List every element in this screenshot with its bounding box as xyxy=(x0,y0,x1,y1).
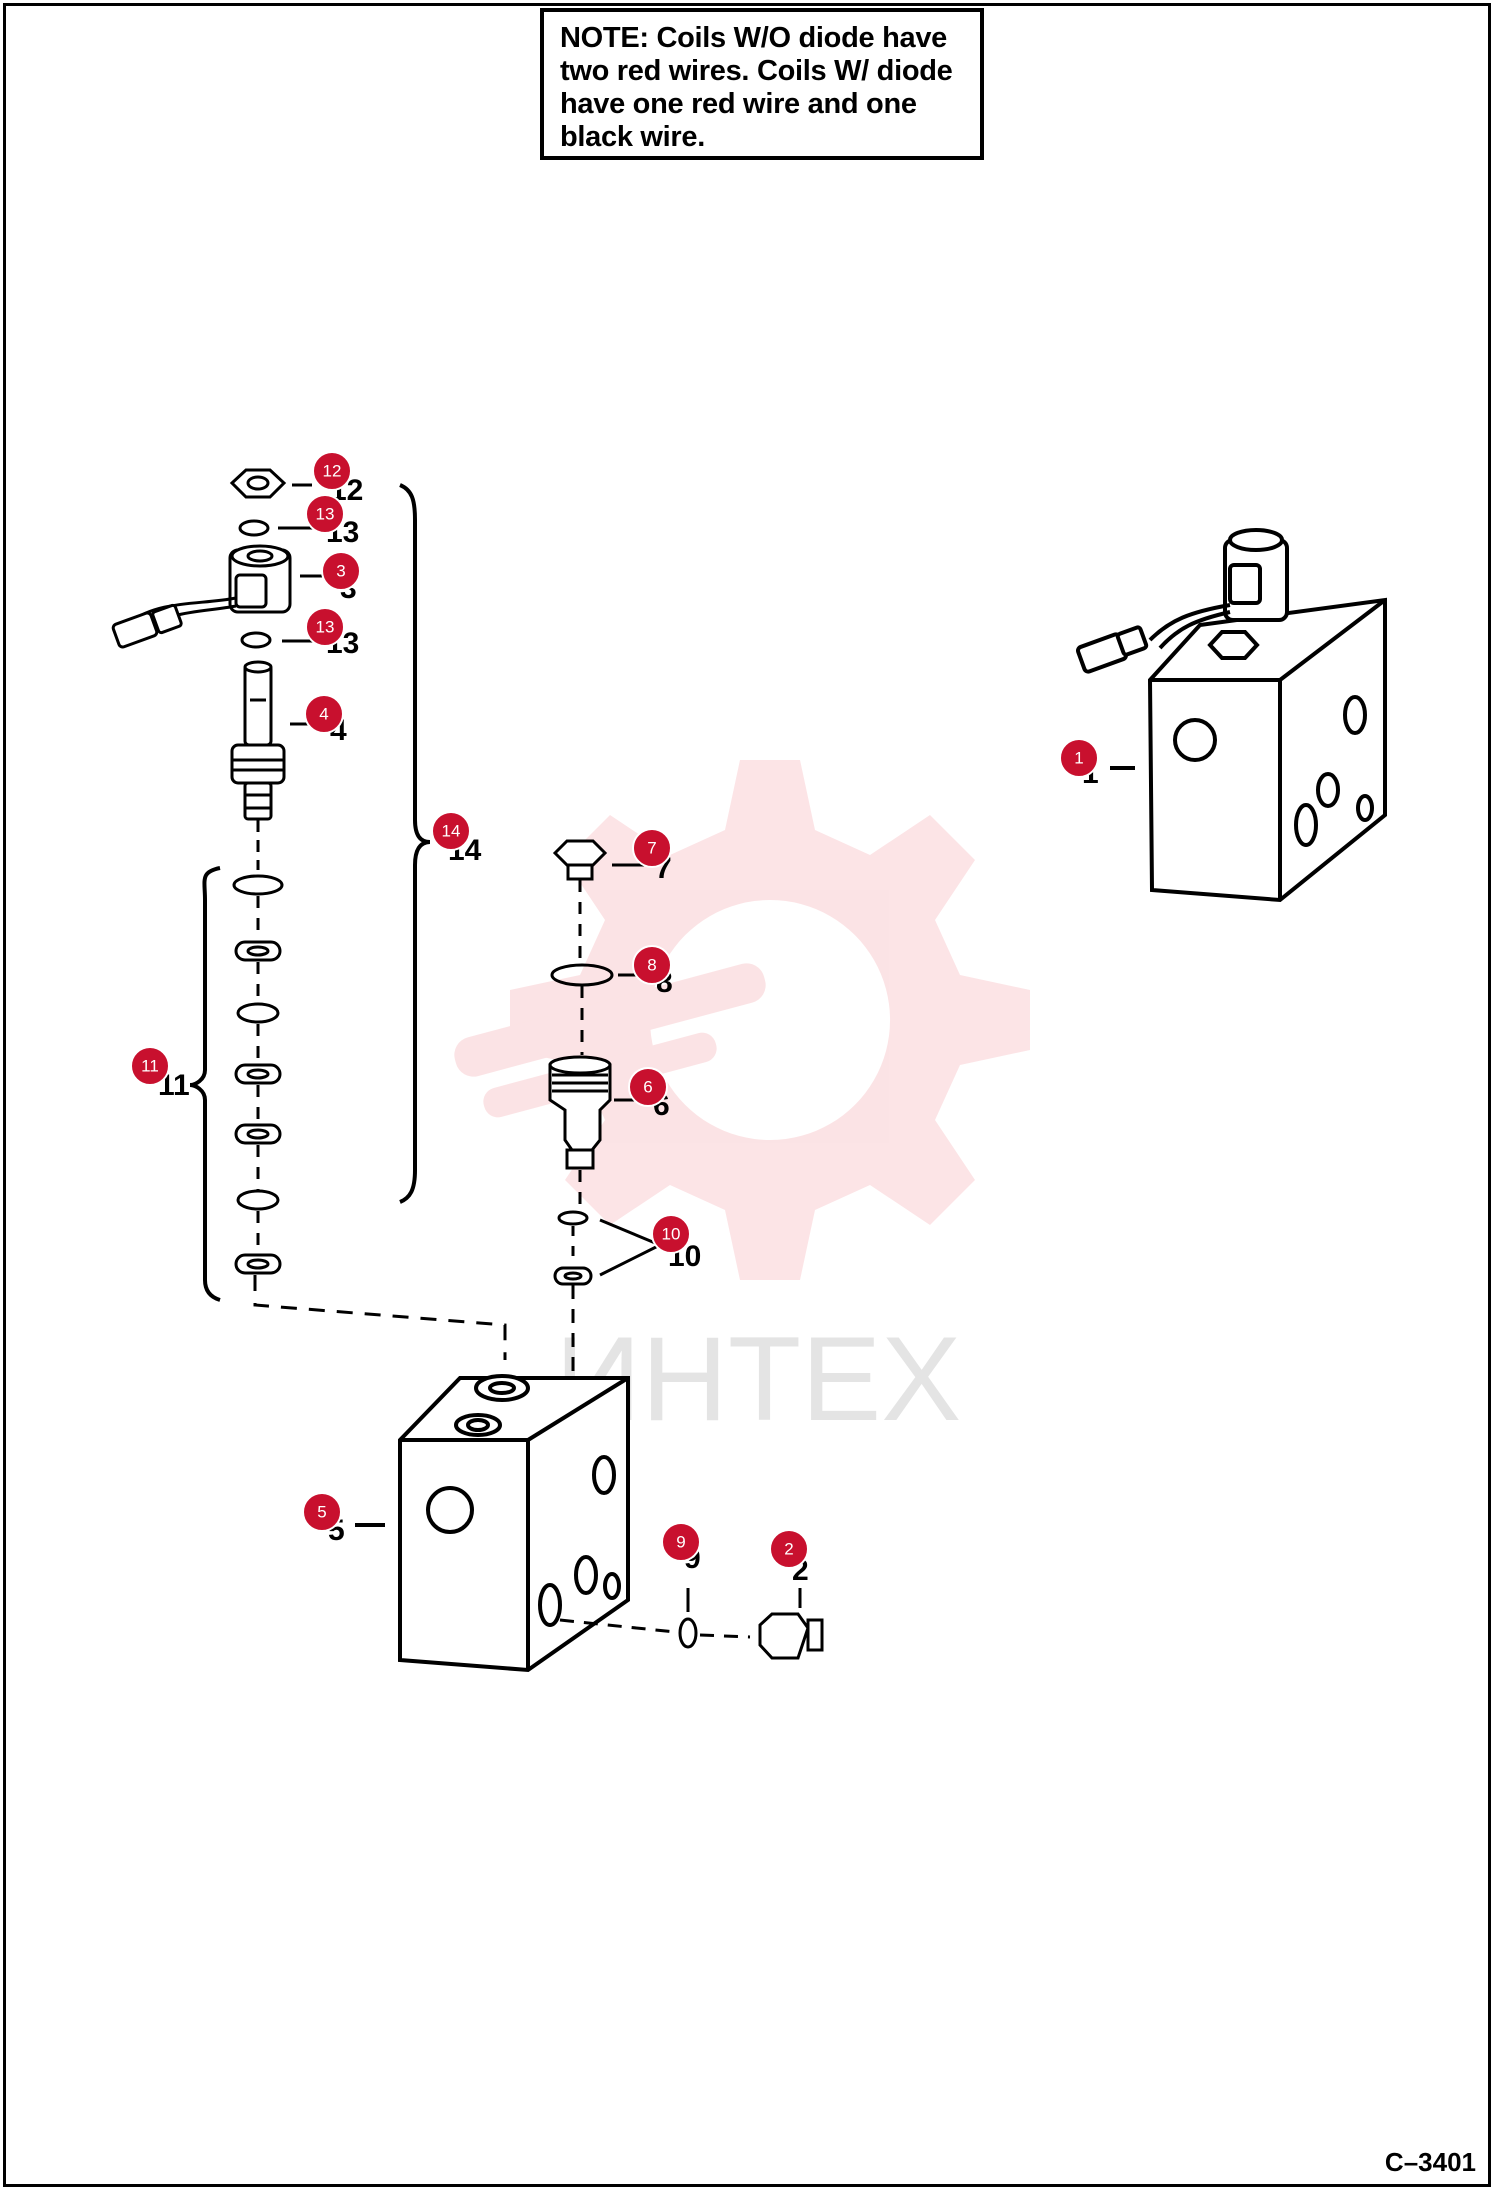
svg-text:14: 14 xyxy=(442,822,461,841)
svg-text:4: 4 xyxy=(319,705,328,724)
svg-text:5: 5 xyxy=(317,1503,326,1522)
svg-text:3: 3 xyxy=(336,562,345,581)
svg-text:8: 8 xyxy=(647,956,656,975)
note-prefix: NOTE: xyxy=(560,22,649,54)
svg-text:13: 13 xyxy=(316,618,335,637)
callout-5[interactable]: 5 xyxy=(302,1492,342,1532)
fitting-part xyxy=(758,1588,824,1660)
assembled-valve-part xyxy=(1076,528,1387,903)
callout-2[interactable]: 2 xyxy=(769,1529,809,1569)
watermark-gear-icon xyxy=(454,760,1030,1280)
svg-text:9: 9 xyxy=(676,1533,685,1552)
relief-valve-part xyxy=(548,1055,658,1210)
seal-kit-part xyxy=(232,874,284,1275)
figure-code: C–3401 xyxy=(1384,2147,1476,2177)
assembly-path xyxy=(253,1275,507,1360)
callout-7[interactable]: 7 xyxy=(632,828,672,868)
valve-block-part xyxy=(355,1374,630,1673)
svg-text:2: 2 xyxy=(784,1540,793,1559)
solenoid-coil-part xyxy=(111,544,326,649)
callout-9[interactable]: 9 xyxy=(661,1522,701,1562)
svg-text:1: 1 xyxy=(1074,749,1083,768)
svg-text:6: 6 xyxy=(643,1078,652,1097)
svg-text:7: 7 xyxy=(647,839,656,858)
hex-nut-part xyxy=(229,468,312,499)
svg-text:13: 13 xyxy=(316,505,335,524)
svg-text:12: 12 xyxy=(323,462,342,481)
callout-1[interactable]: 1 xyxy=(1059,738,1099,778)
callout-13[interactable]: 13 xyxy=(305,607,345,647)
fitting-connection xyxy=(559,1588,751,1649)
callout-11[interactable]: 11 xyxy=(130,1046,170,1086)
callout-4[interactable]: 4 xyxy=(304,694,344,734)
svg-text:10: 10 xyxy=(662,1225,681,1244)
note-box: NOTE: Coils W/O diode have two red wires… xyxy=(540,8,984,160)
valve-cartridge-part xyxy=(230,660,326,870)
bracket-11 xyxy=(189,866,221,1302)
note-text: Coils W/O diode have two red wires. Coil… xyxy=(560,22,953,153)
callout-10[interactable]: 10 xyxy=(651,1214,691,1254)
callout-14[interactable]: 14 xyxy=(431,811,471,851)
callout-8[interactable]: 8 xyxy=(632,945,672,985)
callout-13[interactable]: 13 xyxy=(305,494,345,534)
callout-12[interactable]: 12 xyxy=(312,451,352,491)
callout-3[interactable]: 3 xyxy=(321,551,361,591)
bracket-14 xyxy=(399,483,431,1204)
svg-text:11: 11 xyxy=(141,1057,159,1076)
callout-6[interactable]: 6 xyxy=(628,1067,668,1107)
